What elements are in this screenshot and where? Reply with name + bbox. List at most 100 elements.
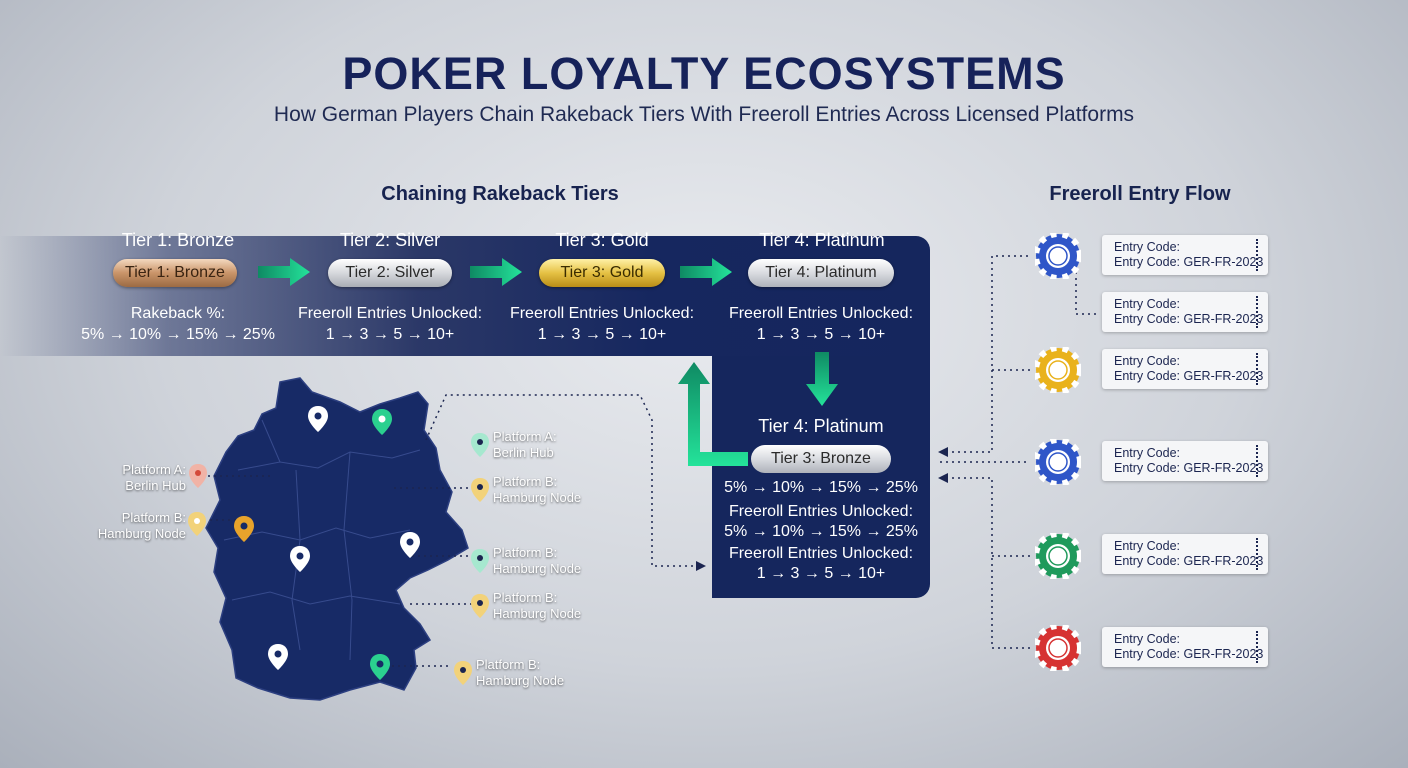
pin-icon [268,644,288,670]
tier-band [0,236,930,356]
tier-pill-bronze: Tier 1: Bronze [113,259,237,287]
map-label: Platform B: Hamburg Node [493,545,581,577]
map-label: Platform B: Hamburg Node [476,657,564,689]
ticket-line: Entry Code: [1114,446,1181,460]
arrow-icon [258,258,310,286]
map-label: Platform B: Hamburg Node [493,590,581,622]
map-label-name: Platform A: [493,429,557,444]
tier-line: 1 → 3 → 5 → 10+ [756,326,886,343]
ticket-code: Entry Code: GER-FR-2023 [1114,647,1264,661]
tier-arrows [258,258,838,466]
chain-section-heading: Chaining Rakeback Tiers [381,183,619,205]
page-title: POKER LOYALTY ECOSYSTEMS [342,48,1066,99]
entry-ticket: Entry Code:Entry Code: GER-FR-2023 [1102,441,1268,481]
tier-pill-silver: Tier 2: Silver [328,259,452,287]
tier-text-gold: Freeroll Entries Unlocked: 1 → 3 → 5 → 1… [492,303,712,345]
map-label: Platform B: Hamburg Node [80,510,186,542]
tier-heading-platinum: Tier 4: Platinum [759,230,885,250]
ticket-line: Entry Code: [1114,539,1181,553]
map-label-name: Platform B: [121,510,186,525]
entry-ticket: Entry Code:Entry Code: GER-FR-2023 [1102,292,1268,332]
panel-heading: Tier 4: Platinum [758,416,884,436]
entry-ticket: Entry Code:Entry Code: GER-FR-2023 [1102,627,1268,667]
map-connectors [208,394,700,667]
ticket-perforation [1256,445,1258,477]
loop-arrow-icon [678,362,748,466]
pin-icon [400,532,420,558]
map-label: Platform A: Berlin Hub [94,462,186,494]
flow-arrowhead-icon [938,447,948,457]
poker-chip-icon [1035,439,1081,485]
pin-icon [290,546,310,572]
ticket-line: Entry Code: [1114,240,1181,254]
ticket-perforation [1256,239,1258,271]
ticket-perforation [1256,296,1258,328]
flow-arrowhead-icon [938,473,948,483]
tier-line: Freeroll Entries Unlocked: [728,305,914,322]
pin-icon [471,478,489,502]
tier-line: 1 → 3 → 5 → 10+ [325,326,455,343]
map-label-sub: Hamburg Node [97,526,186,541]
pin-icon [370,654,390,680]
map-label-sub: Hamburg Node [476,673,565,688]
map-label-sub: Berlin Hub [493,445,554,460]
germany-map [205,377,469,701]
panel-line: 5% → 10% → 15% → 25% [724,523,918,540]
ticket-perforation [1256,353,1258,385]
map-label-name: Platform B: [476,657,541,672]
map-label-sub: Berlin Hub [125,478,186,493]
map-label-name: Platform B: [493,545,558,560]
pin-icon [471,594,489,618]
tier-heading-bronze: Tier 1: Bronze [121,230,235,250]
pin-icon [189,464,207,488]
ticket-perforation [1256,538,1258,570]
ticket-line: Entry Code: [1114,354,1181,368]
map-label-name: Platform A: [122,462,186,477]
panel-line: 1 → 3 → 5 → 10+ [756,565,886,582]
ticket-code: Entry Code: GER-FR-2023 [1114,554,1264,568]
ticket-code: Entry Code: GER-FR-2023 [1114,312,1264,326]
tier-line: Freeroll Entries Unlocked: [509,305,695,322]
tier-line: Freeroll Entries Unlocked: [297,305,483,322]
ticket-line: Entry Code: [1114,297,1181,311]
ticket-perforation [1256,631,1258,663]
arrow-icon [680,258,732,286]
poker-chip-icon [1035,625,1081,671]
tier-heading-silver: Tier 2: Silver [339,230,441,250]
panel-line: 5% → 10% → 15% → 25% [724,479,918,496]
entry-ticket: Entry Code:Entry Code: GER-FR-2023 [1102,235,1268,275]
pin-icon [454,661,472,685]
ticket-code: Entry Code: GER-FR-2023 [1114,369,1264,383]
pin-icon [471,549,489,573]
arrow-icon [470,258,522,286]
arrow-down-icon [806,352,838,406]
pin-icon [471,433,489,457]
panel-line: Freeroll Entries Unlocked: [728,545,914,562]
map-label-sub: Hamburg Node [493,561,582,576]
pin-icon [234,516,254,542]
panel-pill: Tier 3: Bronze [751,445,891,473]
tier-text-silver: Freeroll Entries Unlocked: 1 → 3 → 5 → 1… [280,303,500,345]
ticket-line: Entry Code: [1114,632,1181,646]
tier-pill-platinum: Tier 4: Platinum [748,259,894,287]
panel-line: Freeroll Entries Unlocked: [728,503,914,520]
pin-icon [308,406,328,432]
entry-ticket: Entry Code:Entry Code: GER-FR-2023 [1102,534,1268,574]
tier-line: Rakeback %: [130,305,226,322]
pin-icon [188,512,206,536]
flow-connectors [940,255,1100,649]
ticket-code: Entry Code: GER-FR-2023 [1114,255,1264,269]
ticket-code: Entry Code: GER-FR-2023 [1114,461,1264,475]
pin-icon [372,409,392,435]
tier-heading-gold: Tier 3: Gold [555,230,649,250]
map-label-sub: Hamburg Node [493,490,582,505]
page-subtitle: How German Players Chain Rakeback Tiers … [273,103,1135,126]
connector-arrowhead-icon [696,561,706,571]
tier-line: 5% → 10% → 15% → 25% [81,326,275,343]
tier-text-platinum: Freeroll Entries Unlocked: 1 → 3 → 5 → 1… [711,303,931,345]
entry-ticket: Entry Code:Entry Code: GER-FR-2023 [1102,349,1268,389]
map-label-name: Platform B: [493,474,558,489]
poker-chip-icon [1035,233,1081,279]
